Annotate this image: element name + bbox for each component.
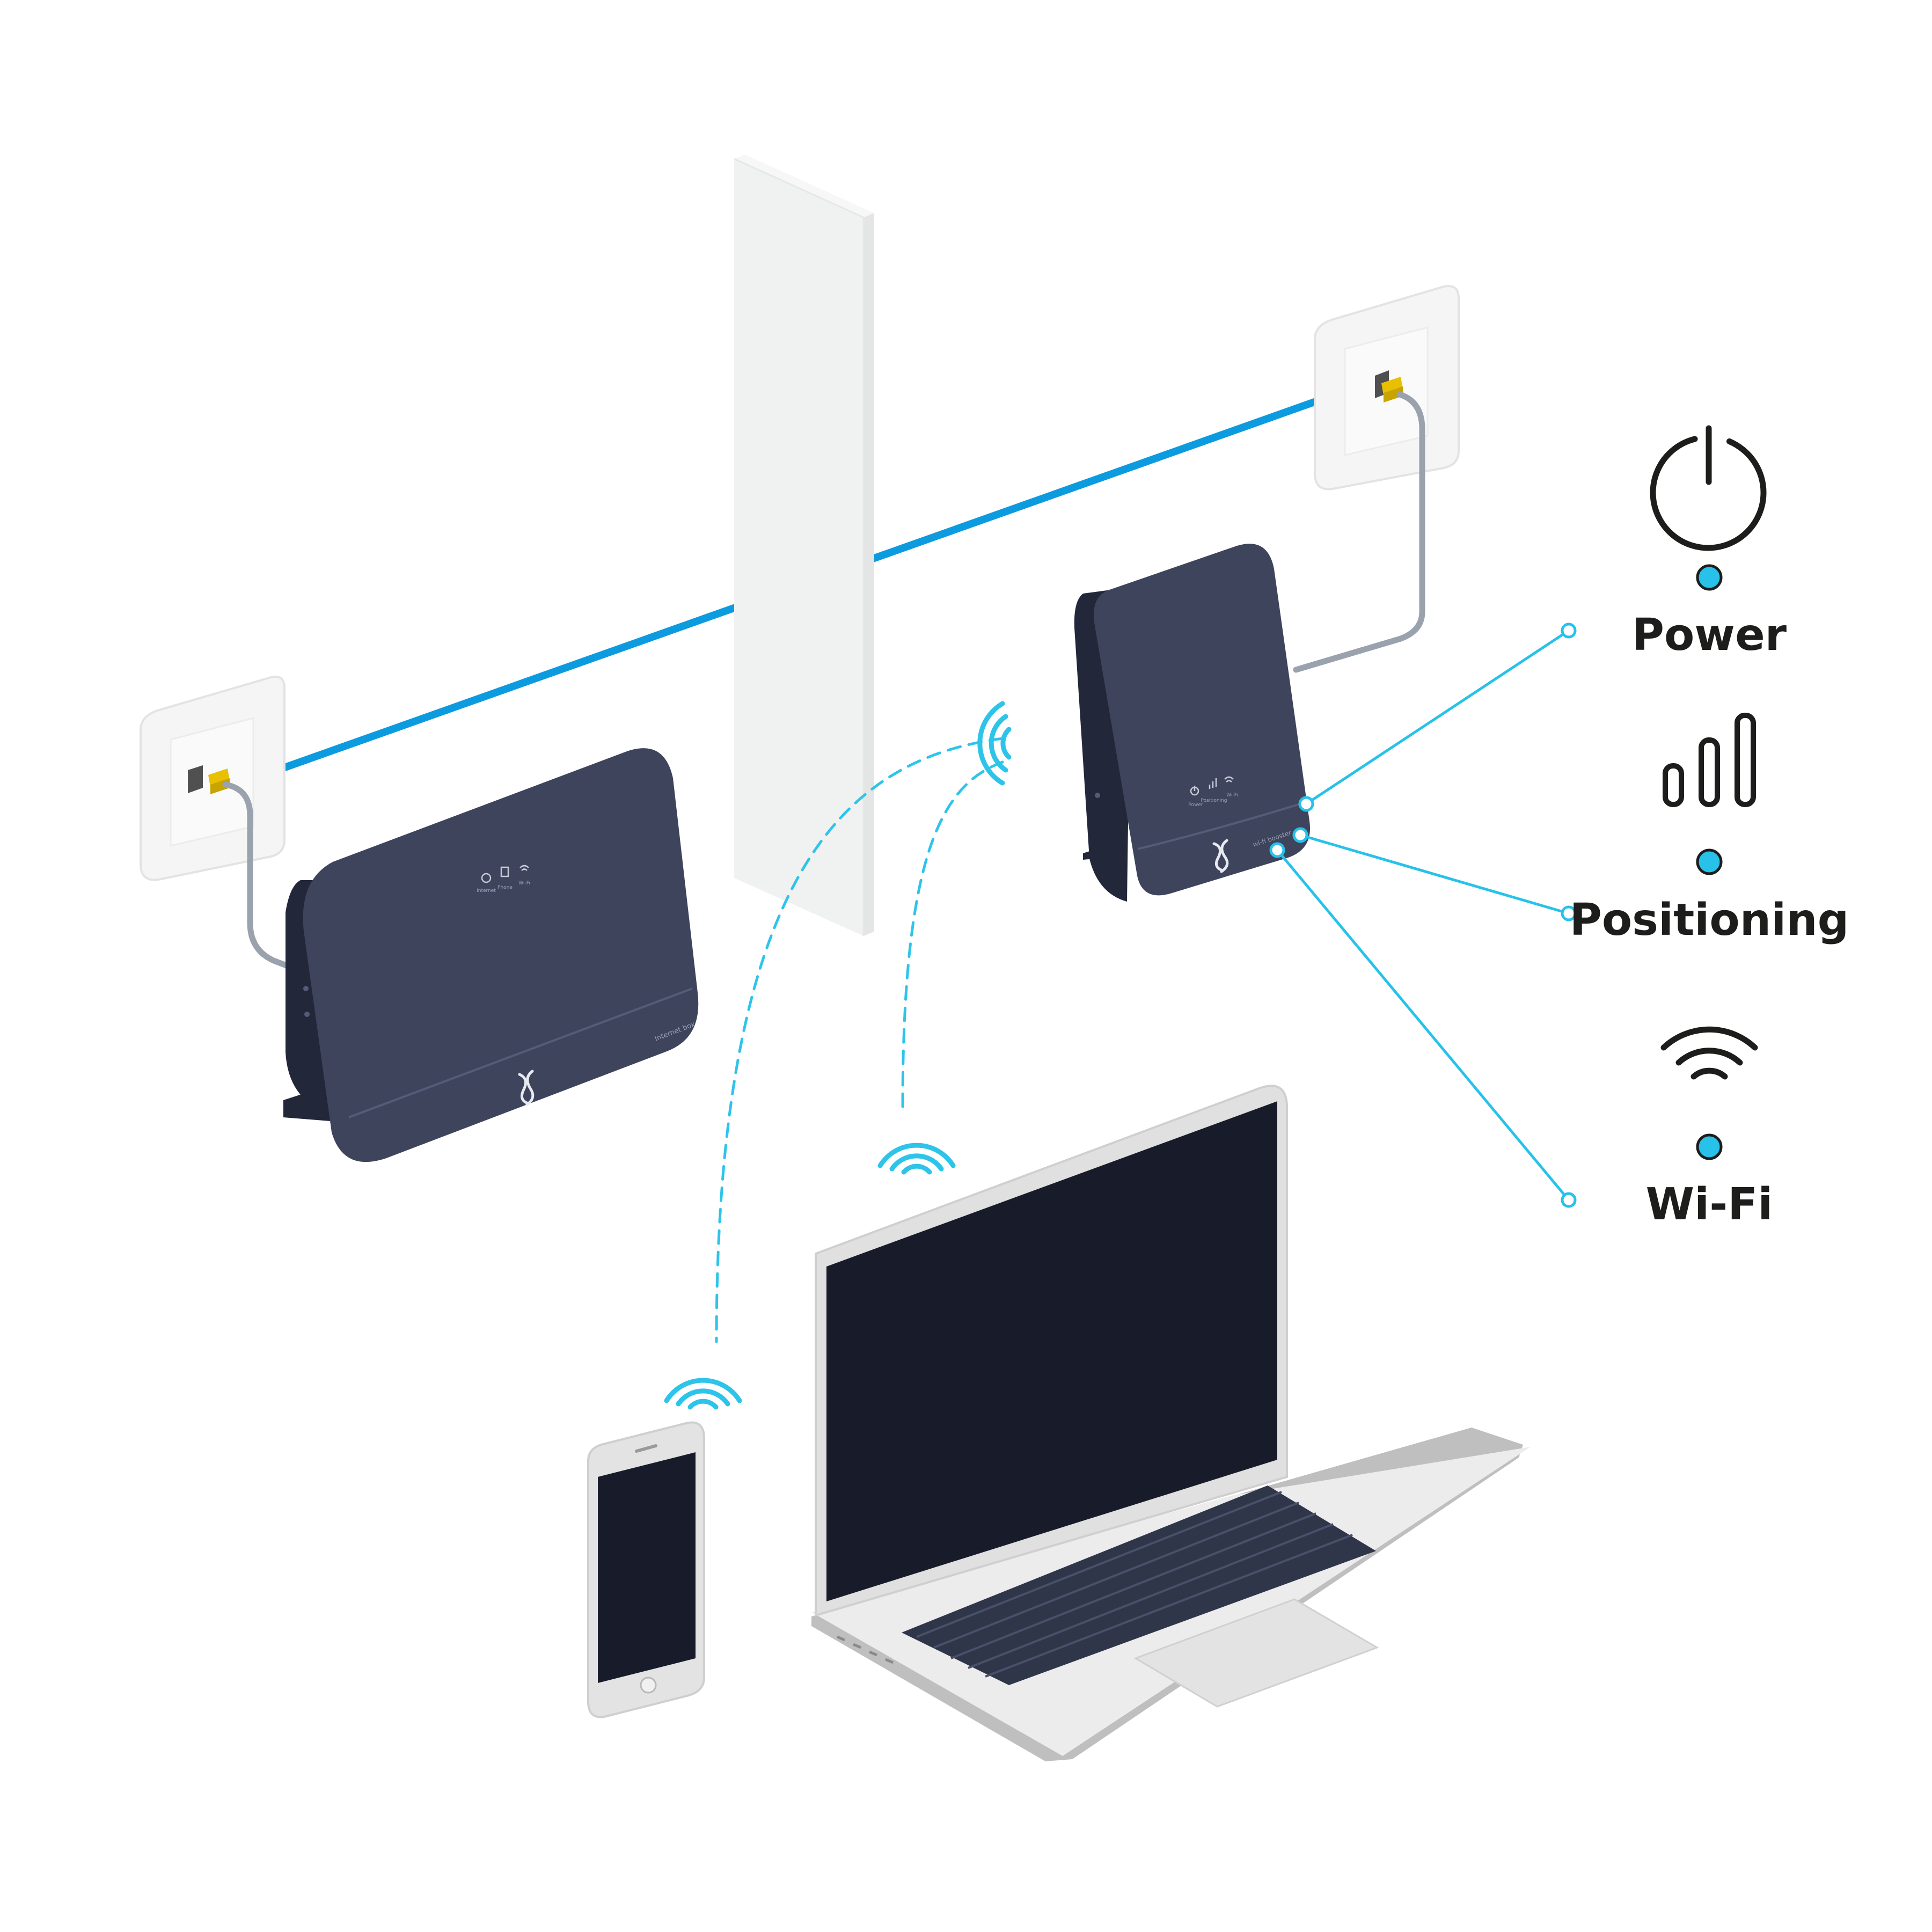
smartphone <box>587 1421 705 1718</box>
legend-item-wifi: Wi-Fi <box>1646 1026 1773 1230</box>
power-connector-start <box>1298 796 1314 812</box>
power-connector-end <box>1561 623 1577 639</box>
phone-wifi-waves-icon <box>664 1378 742 1410</box>
laptop-wifi-waves-icon <box>877 1143 956 1175</box>
wifi-signal-paths <box>715 737 1004 1343</box>
wall-socket-right <box>1293 285 1460 673</box>
phone-screen <box>598 1452 696 1683</box>
internet-box-logo-icon <box>518 1070 535 1106</box>
laptop-screen <box>826 1101 1277 1601</box>
wifi-connector-line <box>1276 849 1570 1201</box>
keyboard-key-rows <box>916 1491 1353 1678</box>
laptop <box>811 1085 1531 1761</box>
positioning-connector-start <box>1292 827 1308 843</box>
legend-item-power: Power <box>1632 425 1787 661</box>
wifi-led-label: Wi-Fi <box>518 881 530 886</box>
laptop-side-ports <box>837 1635 894 1664</box>
laptop-trackpad <box>1133 1598 1379 1708</box>
booster-logo-icon <box>1212 839 1229 873</box>
positioning-connector-end <box>1561 905 1577 921</box>
positioning-label: Positioning <box>1570 895 1849 946</box>
legend-item-positioning: Positioning <box>1570 713 1849 946</box>
wifi-booster: Power Positioning Wi-Fi wi-fi booster <box>1074 544 1311 902</box>
wifi-connector-end <box>1561 1192 1577 1208</box>
power-connector-line <box>1305 629 1570 806</box>
wifi-indicator-dot <box>1696 1133 1723 1160</box>
internet-box-router: Internet Phone Wi-Fi Internet box <box>283 748 699 1162</box>
signal-path-to-phone <box>715 737 1004 1343</box>
signal-bars-icon <box>1663 713 1756 807</box>
power-indicator-dot <box>1696 564 1723 591</box>
laptop-keyboard <box>902 1485 1376 1685</box>
booster-positioning-led-label: Positioning <box>1201 798 1227 803</box>
legend-connector-lines <box>1269 623 1577 1208</box>
wall-socket-left <box>140 676 299 972</box>
booster-wifi-waves-icon <box>977 701 1012 786</box>
phone-led-label: Phone <box>497 885 513 890</box>
wifi-icon <box>1660 1026 1758 1080</box>
booster-power-led-label: Power <box>1188 802 1203 808</box>
power-label: Power <box>1632 610 1787 661</box>
legend: Power Positioning Wi-Fi <box>1570 425 1849 1230</box>
wall-pillar <box>734 155 874 936</box>
signal-path-to-laptop <box>901 760 1004 1108</box>
internet-box-led-panel: Internet Phone Wi-Fi <box>477 865 530 894</box>
phone-home-button <box>640 1677 657 1694</box>
wifi-label: Wi-Fi <box>1646 1179 1773 1230</box>
booster-led-panel: Power Positioning Wi-Fi <box>1188 776 1238 808</box>
internet-led-label: Internet <box>477 888 496 894</box>
wifi-connector-start <box>1269 842 1285 858</box>
booster-wifi-led-label: Wi-Fi <box>1226 793 1238 798</box>
power-icon <box>1650 425 1767 551</box>
positioning-indicator-dot <box>1696 848 1723 875</box>
positioning-connector-line <box>1300 833 1569 915</box>
